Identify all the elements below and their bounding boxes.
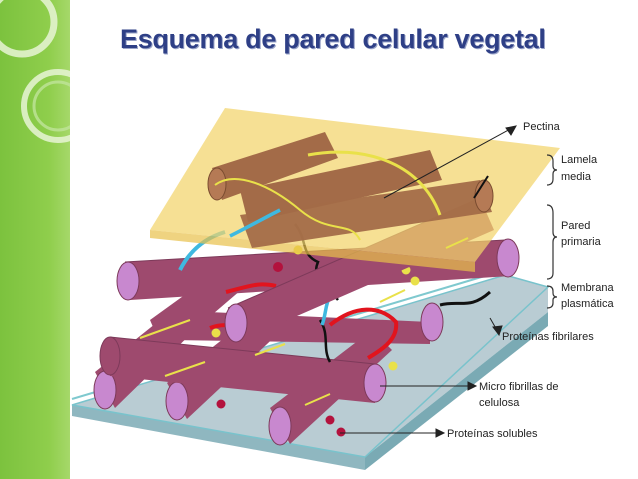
label-lamela-media-line2: media — [561, 171, 592, 183]
soluble-protein — [326, 416, 335, 425]
cell-wall-diagram: Pectina Lamela media Pared primaria Memb… — [70, 100, 638, 479]
label-pared-primaria-line2: primaria — [561, 236, 602, 248]
label-membrana-plasmatica-line2: plasmática — [561, 298, 614, 310]
label-proteinas-fibrilares: Proteínas fibrilares — [502, 331, 594, 343]
fibrillar-protein — [212, 329, 221, 338]
brace-icon — [547, 155, 557, 308]
sidebar-ring-icon — [0, 0, 70, 180]
label-pared-primaria-line1: Pared — [561, 220, 590, 232]
soluble-protein — [273, 262, 283, 272]
slide-title: Esquema de pared celular vegetal — [120, 24, 546, 55]
label-proteinas-solubles: Proteínas solubles — [447, 428, 538, 440]
label-membrana-plasmatica-line1: Membrana — [561, 282, 614, 294]
sidebar-decoration — [0, 0, 70, 479]
soluble-protein — [337, 428, 346, 437]
label-microfibrillas-line1: Micro fibrillas de — [479, 381, 558, 393]
fibrillar-protein — [411, 277, 420, 286]
fibrillar-protein — [389, 362, 398, 371]
soluble-protein — [217, 400, 226, 409]
label-microfibrillas-line2: celulosa — [479, 397, 520, 409]
label-lamela-media-line1: Lamela — [561, 154, 598, 166]
label-pectina: Pectina — [523, 121, 561, 133]
